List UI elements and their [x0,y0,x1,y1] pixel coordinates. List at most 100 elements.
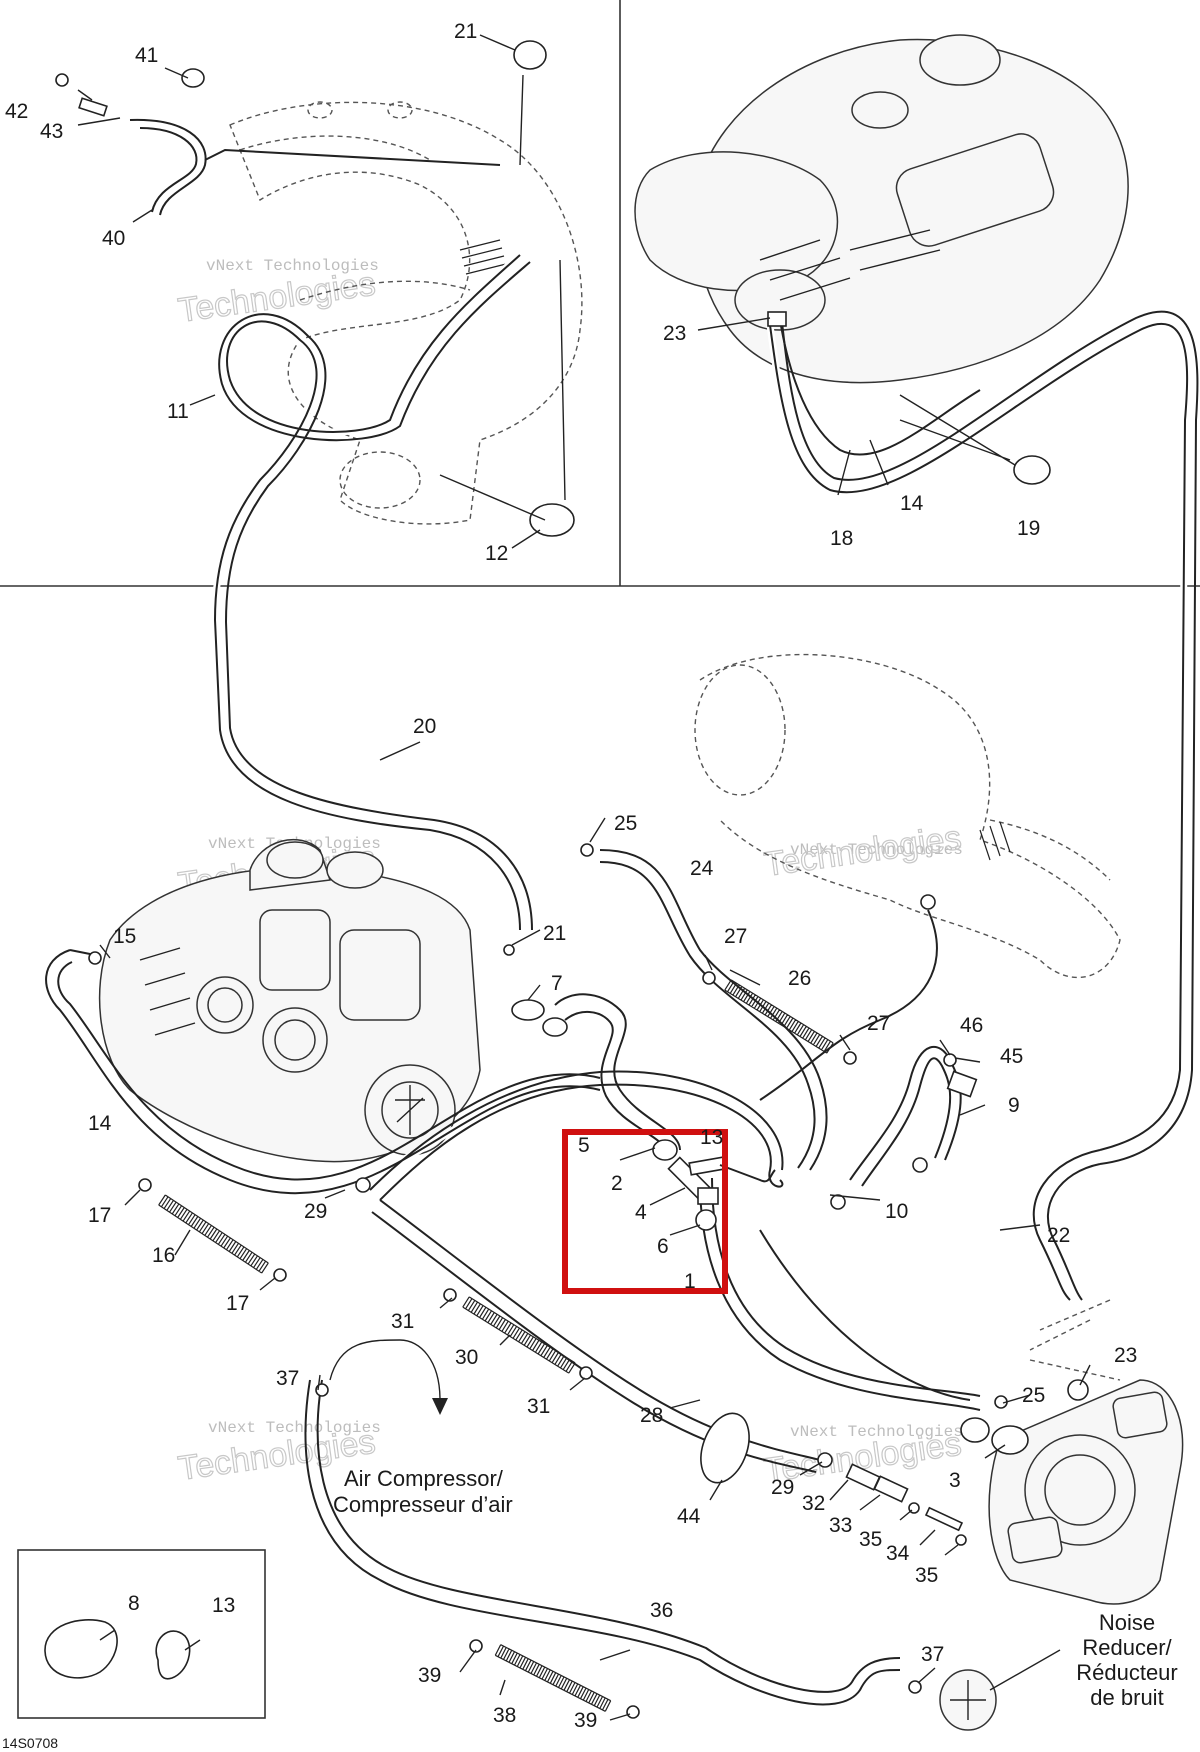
text-notes: Air Compressor/ Compresseur d’air Noise … [2,1466,1178,1751]
callout-5: 5 [578,1134,590,1157]
callout-27a: 27 [724,925,747,948]
spring-30 [462,1296,576,1374]
callout-23a: 23 [663,322,686,345]
hose-18-22 [766,310,1199,1301]
callout-13b: 13 [212,1594,235,1617]
watermark-small: vNext Technologies [790,841,963,859]
callout-3: 3 [949,1469,961,1492]
callout-10: 10 [885,1200,908,1223]
fitting-34 [924,1506,964,1532]
callout-31b: 31 [527,1395,550,1418]
callout-29a: 29 [304,1200,327,1223]
hose-lower-main [699,1177,981,1411]
callout-43: 43 [40,120,63,143]
callout-31a: 31 [391,1310,414,1333]
callout-28: 28 [640,1404,663,1427]
callout-12: 12 [485,542,508,565]
watermark-small: vNext Technologies [208,1419,381,1437]
callout-8: 8 [128,1592,140,1615]
fittings-top-left [55,40,575,537]
clamp-39-top [469,1639,483,1653]
callout-13a: 13 [700,1126,723,1149]
fitting-chain-32-35 [817,1452,967,1546]
callout-25a: 25 [614,812,637,835]
hose-14-loop [42,946,601,1197]
callout-17b: 17 [226,1292,249,1315]
callout-20: 20 [413,715,436,738]
clamp-31-top [443,1288,457,1302]
callout-39a: 39 [418,1664,441,1687]
drawing-code: 14S0708 [2,1735,58,1751]
clamp-41 [181,68,205,88]
clamps-top-right [767,311,1051,485]
clamp-17-top [138,1178,152,1192]
callout-23b: 23 [1114,1344,1137,1367]
callout-22: 22 [1047,1224,1070,1247]
noise-reducer-label-4: de bruit [1090,1685,1163,1710]
clamp-23-top [767,311,787,327]
callout-37a: 37 [276,1367,299,1390]
clamp-29-upper [355,1177,371,1193]
clamps-middle [88,843,1008,1719]
muffler-middle-right [694,653,1121,1101]
clamp-10 [912,1157,928,1173]
callout-19: 19 [1017,517,1040,540]
callout-29b: 29 [771,1476,794,1499]
dashed-link [1029,1319,1091,1351]
hose-loop-11 [211,252,533,931]
clamp-27-bottom [843,1051,857,1065]
highlighted-fittings-group [652,1139,776,1231]
callout-1: 1 [684,1270,696,1293]
fitting-2 [652,1139,678,1161]
hose-36 [304,1379,901,1706]
callout-33: 33 [829,1514,852,1537]
callout-21b: 21 [543,922,566,945]
callout-26: 26 [788,967,811,990]
callout-37b: 37 [921,1643,944,1666]
noise-reducer-label-3: Réducteur [1076,1660,1178,1685]
callout-34: 34 [886,1542,910,1565]
clamp-7 [511,999,545,1021]
air-compressor-label-fr: Compresseur d’air [333,1492,513,1517]
watermark-small: vNext Technologies [206,257,379,275]
connector-45 [946,1070,978,1098]
callout-45: 45 [1000,1045,1023,1068]
engine-middle-left [98,838,481,1163]
callout-7: 7 [551,972,563,995]
callout-21a: 21 [454,20,477,43]
noise-reducer-label-1: Noise [1099,1610,1155,1635]
hose-28 [371,1199,821,1473]
callout-6: 6 [657,1235,669,1258]
hose-24 [599,849,828,1171]
clamp-46 [943,1053,957,1067]
callout-9: 9 [1008,1094,1020,1117]
watermark-big: Technologies [762,819,964,884]
clamp-39-bottom [626,1705,640,1719]
callout-44: 44 [677,1505,701,1528]
fitting-21-middle [503,944,515,956]
spring-16 [158,1194,269,1274]
callout-35a: 35 [859,1528,882,1551]
fitting-42 [55,73,69,87]
callout-14a: 14 [900,492,924,515]
callout-16: 16 [152,1244,175,1267]
callout-42: 42 [5,100,28,123]
noise-reducer [939,1649,1061,1731]
clamp-29-lower [817,1452,833,1468]
clamp-23-bottom [1067,1379,1089,1401]
engine-top-right [634,34,1129,456]
spring-38 [494,1644,612,1712]
tie-wrap-13 [155,1630,191,1680]
callout-11: 11 [167,400,189,423]
clamp-27-top [702,971,716,985]
fitting-muffler-outlet [920,894,936,910]
clamp-19 [1013,455,1051,485]
clamp-25-top [580,843,594,857]
clamp-35-b [955,1534,967,1546]
callout-18: 18 [830,527,853,550]
jet-pump-housing [960,1299,1184,1605]
clamp-15 [88,951,102,965]
fitting-33 [873,1475,909,1503]
o-ring-8 [44,1619,118,1679]
clamp-3b [960,1417,990,1443]
